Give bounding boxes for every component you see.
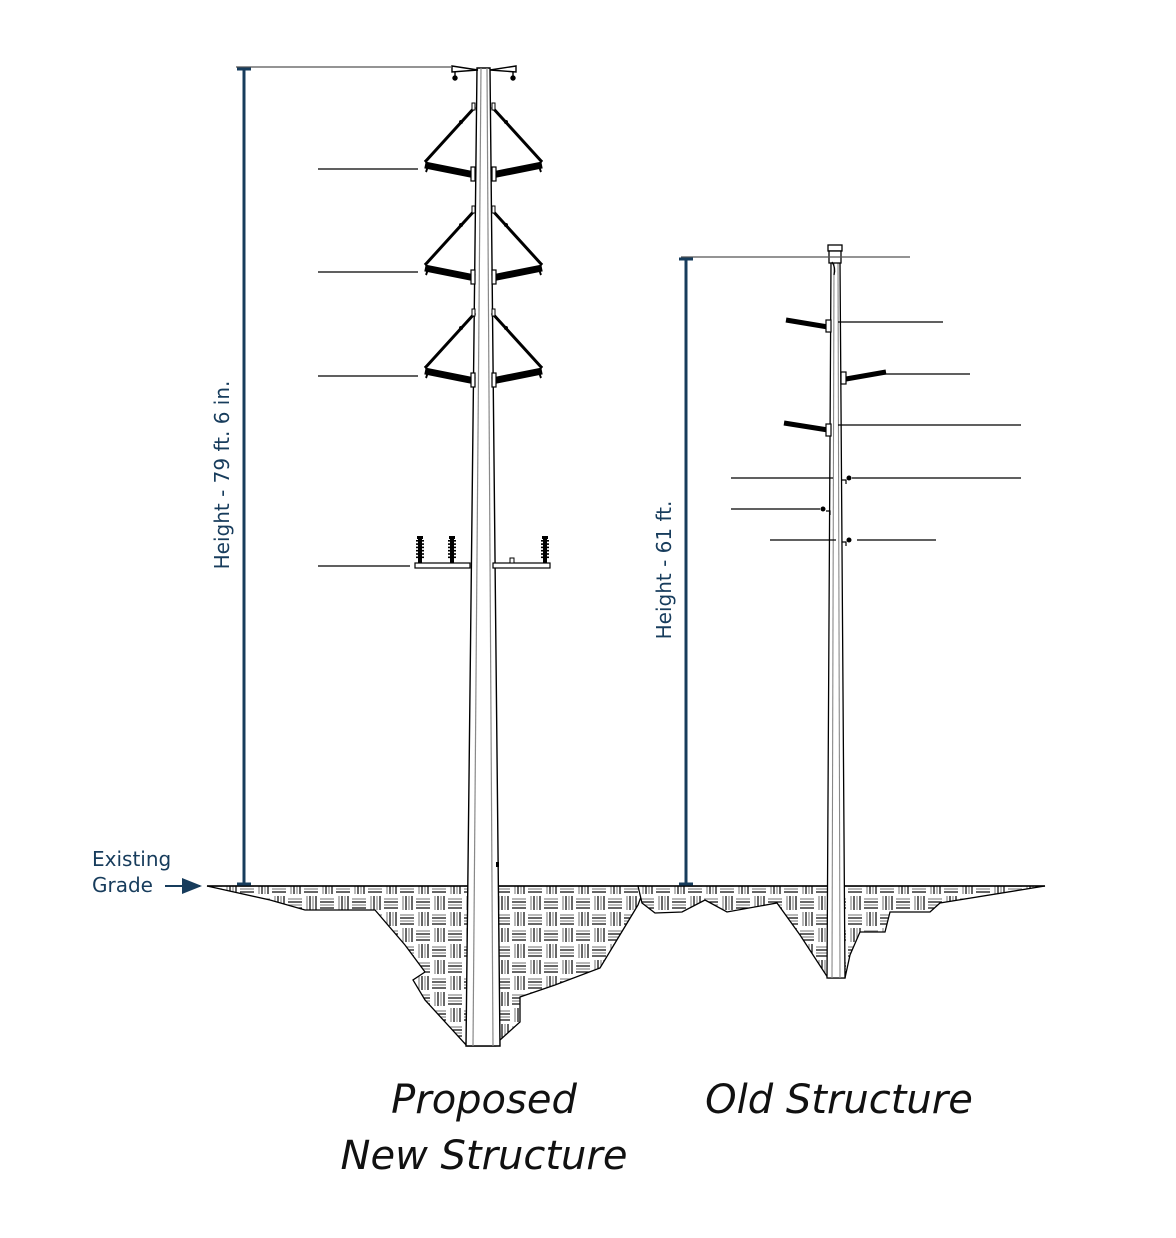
proposed-height-label: Height - 79 ft. 6 in.	[210, 381, 234, 570]
old-height-dimension: Height - 61 ft.	[652, 257, 693, 886]
existing-grade-label: Existing Grade	[92, 847, 202, 897]
proposed-shield-wire-arm	[451, 65, 517, 81]
braced-crossarm-level	[423, 205, 544, 285]
proposed-conductor-lines	[236, 66, 452, 567]
insulator-left	[423, 205, 477, 285]
proposed-height-dimension: Height - 79 ft. 6 in.	[210, 67, 251, 886]
braced-crossarm-level	[423, 102, 544, 182]
old-lower-attachments	[820, 475, 852, 546]
insulator-left	[423, 308, 477, 388]
ground-section	[206, 885, 1046, 1047]
insulator-right	[490, 205, 544, 285]
proposed-caption-line2: New Structure	[341, 1133, 628, 1179]
insulator-right	[490, 102, 544, 182]
old-conductor-lines	[681, 256, 1021, 541]
insulator-right	[490, 308, 544, 388]
post-insulator	[783, 420, 832, 437]
proposed-underbuild-crossarm	[414, 536, 551, 569]
old-height-label: Height - 61 ft.	[652, 501, 676, 640]
braced-crossarm-level	[423, 308, 544, 388]
old-caption: Old Structure	[705, 1077, 973, 1123]
pin-insulator	[448, 536, 456, 563]
pin-insulator	[416, 536, 424, 563]
grade-label-line2: Grade	[92, 873, 153, 897]
pin-insulator	[541, 536, 549, 563]
old-post-insulators	[783, 317, 887, 437]
grade-label-line1: Existing	[92, 847, 171, 871]
ground-hatch-left	[206, 885, 646, 1047]
old-pole	[826, 261, 846, 979]
old-structure: Height - 61 ft.	[652, 244, 1021, 979]
post-insulator	[785, 317, 832, 333]
proposed-structure: Height - 79 ft. 6 in.	[210, 65, 551, 1047]
insulator-left	[423, 102, 477, 182]
post-insulator	[840, 369, 887, 385]
proposed-caption-line1: Proposed	[391, 1077, 577, 1123]
